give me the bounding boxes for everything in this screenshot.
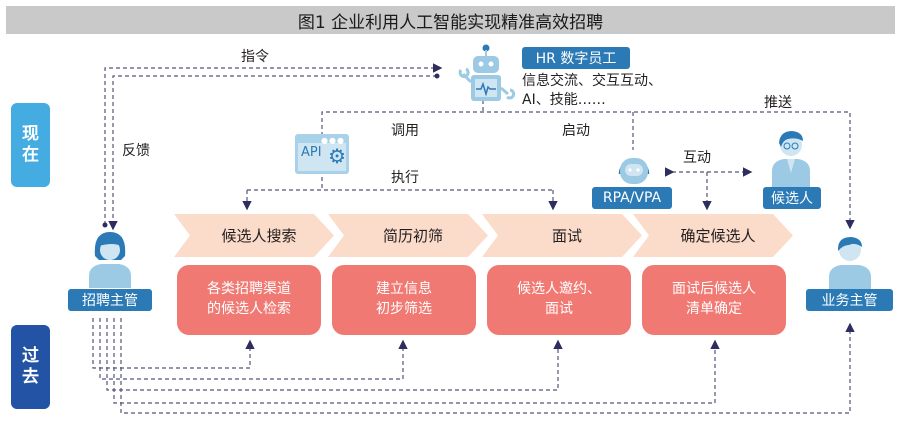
rpa-badge: RPA/VPA <box>592 187 672 209</box>
era-now-badge: 现 在 <box>11 103 50 187</box>
api-label: API <box>301 145 322 160</box>
invoke-bus <box>321 111 855 230</box>
step-card-4: 面试后候选人 清单确定 <box>642 265 786 335</box>
step-chevron-1: 候选人搜索 <box>174 214 336 257</box>
recruiter-icon <box>89 232 131 288</box>
step-desc-4-line-2: 清单确定 <box>686 301 742 317</box>
hr-digital-badge: HR 数字员工 <box>522 47 630 69</box>
past-line-5 <box>120 318 855 414</box>
recruiter-badge: 招聘主管 <box>68 289 152 311</box>
step-desc-1-line-2: 的候选人检索 <box>207 301 291 317</box>
step-title-2: 简历初筛 <box>382 227 443 245</box>
past-line-1 <box>92 318 255 369</box>
window-dots-icon: ●●● <box>321 136 345 145</box>
candidate-badge: 候选人 <box>763 187 821 209</box>
past-line-3 <box>106 318 563 391</box>
step-desc-2-line-2: 初步筛选 <box>376 301 432 317</box>
step-chevron-2: 简历初筛 <box>328 214 490 257</box>
instruction-line <box>104 63 443 225</box>
step-desc-2-line-1: 建立信息 <box>376 281 432 298</box>
step-desc-3-line-1: 候选人邀约、 <box>517 281 601 298</box>
step-card-2: 建立信息 初步筛选 <box>332 265 476 335</box>
api-icon: ●●● API ⚙ <box>295 134 349 174</box>
gear-icon: ⚙ <box>328 144 346 168</box>
era-past-badge: 过 去 <box>11 325 50 409</box>
past-line-2 <box>99 318 408 380</box>
past-line-4 <box>113 318 720 404</box>
hr-desc-line-2: AI、技能…… <box>522 92 606 108</box>
execute-label: 执行 <box>391 170 419 186</box>
step-title-4: 确定候选人 <box>680 227 756 245</box>
feedback-label: 反馈 <box>122 143 150 159</box>
launch-label: 启动 <box>562 123 590 139</box>
era-past-char-1: 过 <box>22 345 39 366</box>
push-label: 推送 <box>764 95 792 111</box>
step-chevron-4: 确定候选人 <box>633 214 795 257</box>
step-card-1: 各类招聘渠道 的候选人检索 <box>177 265 321 335</box>
business-manager-icon <box>829 237 871 289</box>
rpa-bot-icon <box>618 158 650 184</box>
candidate-icon <box>772 131 810 187</box>
step-desc-3-line-2: 面试 <box>545 301 573 317</box>
step-title-3: 面试 <box>551 227 582 245</box>
hr-desc-line-1: 信息交流、交互互动、 <box>522 73 662 89</box>
business-manager-badge: 业务主管 <box>806 289 893 311</box>
era-past-char-2: 去 <box>22 367 39 387</box>
hr-digital-description: 信息交流、交互互动、 AI、技能…… <box>522 72 662 110</box>
era-now-char-2: 在 <box>22 145 39 165</box>
step-card-3: 候选人邀约、 面试 <box>487 265 631 335</box>
figure-title: 图1 企业利用人工智能实现精准高效招聘 <box>6 6 895 34</box>
robot-icon <box>458 44 516 101</box>
step-chevron-3: 面试 <box>482 214 644 257</box>
step-desc-4-line-1: 面试后候选人 <box>672 281 756 298</box>
step-desc-1-line-1: 各类招聘渠道 <box>207 281 291 298</box>
invoke-label: 调用 <box>391 123 419 139</box>
interact-label: 互动 <box>683 150 711 166</box>
era-now-char-1: 现 <box>22 123 39 144</box>
feedback-line <box>108 75 437 231</box>
instruction-label: 指令 <box>241 49 269 65</box>
step-title-1: 候选人搜索 <box>221 227 297 245</box>
